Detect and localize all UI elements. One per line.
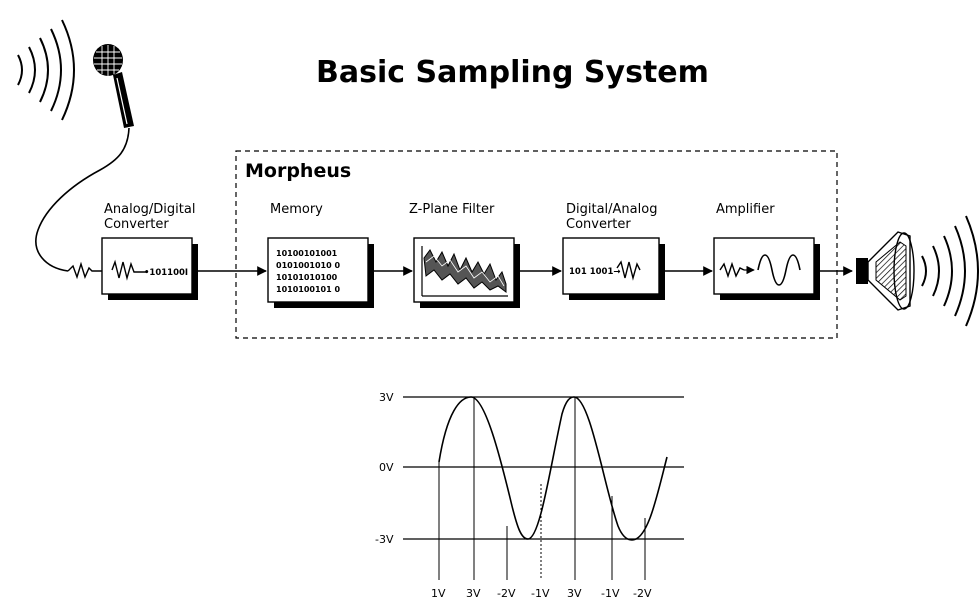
sample-label-7: -2V — [633, 587, 652, 600]
sample-label-3: -2V — [497, 587, 516, 600]
zplane-label: Z-Plane Filter — [409, 202, 495, 217]
dac-bits-text: 101 1001→ — [569, 267, 620, 277]
input-signal-wave — [67, 261, 102, 280]
sample-label-4: -1V — [531, 587, 550, 600]
sampling-waveform-graph: 3V 0V -3V 1V 3V -2V -1V 3V -1V -2V — [375, 391, 684, 600]
filter-surface-graphic — [423, 249, 507, 293]
microphone-icon — [93, 44, 134, 128]
memory-bits-row-1: 10100101001 — [276, 249, 338, 258]
memory-bits-row-2: 0101001010 0 — [276, 261, 340, 270]
dac-block: 101 1001→ — [562, 237, 665, 300]
incoming-sound-waves-icon — [17, 19, 75, 121]
adc-label-line-2: Converter — [104, 217, 169, 232]
memory-bits-row-3: 10101010100 — [276, 273, 338, 282]
zplane-filter-block — [413, 237, 520, 308]
sample-label-2: 3V — [466, 587, 481, 600]
outgoing-sound-waves-icon — [921, 215, 979, 327]
dac-label-line-2: Converter — [566, 217, 631, 232]
adc-block: •101100I — [101, 237, 198, 300]
sample-lines — [438, 397, 646, 580]
morpheus-group-box — [235, 150, 838, 339]
memory-bits-row-4: 1010100101 0 — [276, 285, 340, 294]
amplifier-label: Amplifier — [716, 202, 775, 217]
diagram-title: Basic Sampling System — [316, 55, 709, 90]
analog-sine-wave — [438, 396, 668, 541]
y-label-0v: 0V — [379, 461, 394, 474]
sample-label-6: -1V — [601, 587, 620, 600]
y-label-3v: 3V — [379, 391, 394, 404]
speaker-icon — [856, 231, 915, 311]
sample-label-5: 3V — [567, 587, 582, 600]
y-label-neg3v: -3V — [375, 533, 394, 546]
morpheus-group-label: Morpheus — [245, 160, 351, 182]
memory-label: Memory — [270, 202, 323, 217]
adc-label-line-1: Analog/Digital — [104, 202, 195, 217]
adc-bits-text: •101100I — [144, 268, 188, 278]
sample-label-1: 1V — [431, 587, 446, 600]
memory-block: 10100101001 0101001010 0 10101010100 101… — [267, 237, 374, 308]
microphone-cable — [35, 127, 130, 272]
dac-label-line-1: Digital/Analog — [566, 202, 657, 217]
amplifier-block — [713, 237, 820, 300]
